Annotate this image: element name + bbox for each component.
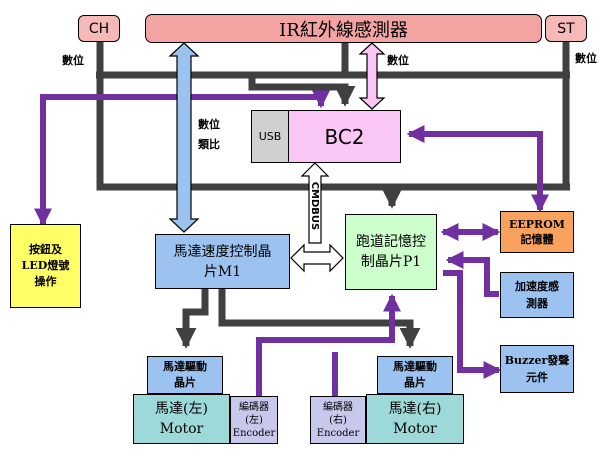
cmdbus-horizontal-arrow [290, 243, 344, 273]
st-button[interactable]: ST [545, 15, 587, 42]
buzzer-from-p1-line [443, 270, 502, 379]
accel-to-p1-line [445, 251, 499, 297]
encoder-left: 編碼器 (左) Encoder [230, 396, 278, 444]
m1-to-driver-left [175, 289, 209, 349]
eeprom-block: EEPROM 記憶體 [500, 211, 574, 253]
motor-driver-left: 馬達驅動 晶片 [147, 356, 223, 394]
buttons-led-block: 按鈕及 LED燈號 操作 [10, 224, 81, 308]
ir-sensor-block: IR紅外線感測器 [145, 14, 542, 43]
motor-speed-controller-m1: 馬達速度控制晶 片M1 [155, 234, 290, 289]
bus-left-to-bc2 [248, 75, 356, 107]
cmdbus-vertical-arrow [300, 162, 330, 244]
cmdbus-label: CMDBUS [309, 181, 320, 231]
bc2-controller-block: BC2 [288, 110, 401, 163]
encoder-right: 編碼器 (右) Encoder [310, 396, 366, 444]
motor-right: 馬達(右) Motor [366, 394, 464, 444]
ir-bc2-digital-arrow [358, 42, 386, 110]
digital-label-ir: 數位 [387, 54, 409, 67]
buzzer-block: Buzzer發聲 元件 [500, 345, 574, 393]
track-memory-controller-p1: 跑道記憶控 制晶片P1 [345, 214, 437, 290]
digital-label-right: 數位 [575, 52, 597, 65]
usb-port-block: USB [251, 110, 289, 163]
digital-analog-label: 數位 類比 [198, 118, 220, 151]
ir-m1-analog-arrow [168, 42, 200, 233]
motor-left: 馬達(左) Motor [133, 394, 230, 444]
digital-label-left: 數位 [62, 54, 84, 67]
motor-driver-right: 馬達驅動 晶片 [377, 356, 453, 394]
accelerometer-block: 加速度感 測器 [500, 272, 574, 318]
ch-button[interactable]: CH [78, 15, 120, 42]
encoder-left-to-p1 [256, 293, 401, 396]
m1-to-driver-right [218, 289, 421, 349]
eeprom-bc2-line [406, 125, 549, 213]
